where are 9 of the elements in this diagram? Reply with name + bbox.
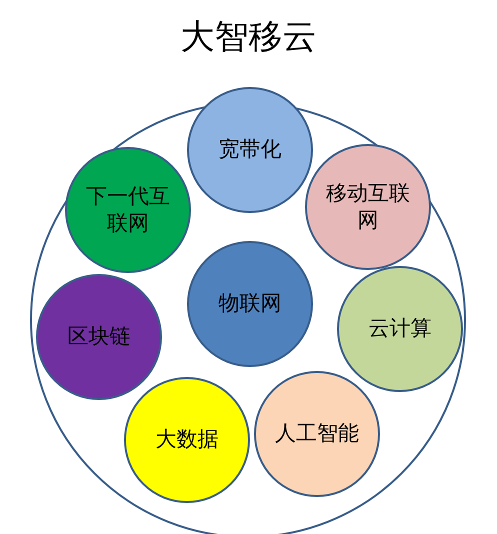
circle-label: 大数据 bbox=[154, 426, 220, 454]
circle-label: 人工智能 bbox=[274, 420, 360, 448]
title: 大智移云 bbox=[180, 16, 318, 59]
circle-label: 宽带化 bbox=[218, 136, 282, 164]
circle-label: 区块链 bbox=[66, 323, 132, 350]
circle-label: 移动互联网 bbox=[325, 180, 411, 234]
circle-label: 云计算 bbox=[368, 315, 432, 342]
circle-label: 下一代互联网 bbox=[85, 182, 171, 237]
circle-label: 物联网 bbox=[218, 290, 282, 318]
